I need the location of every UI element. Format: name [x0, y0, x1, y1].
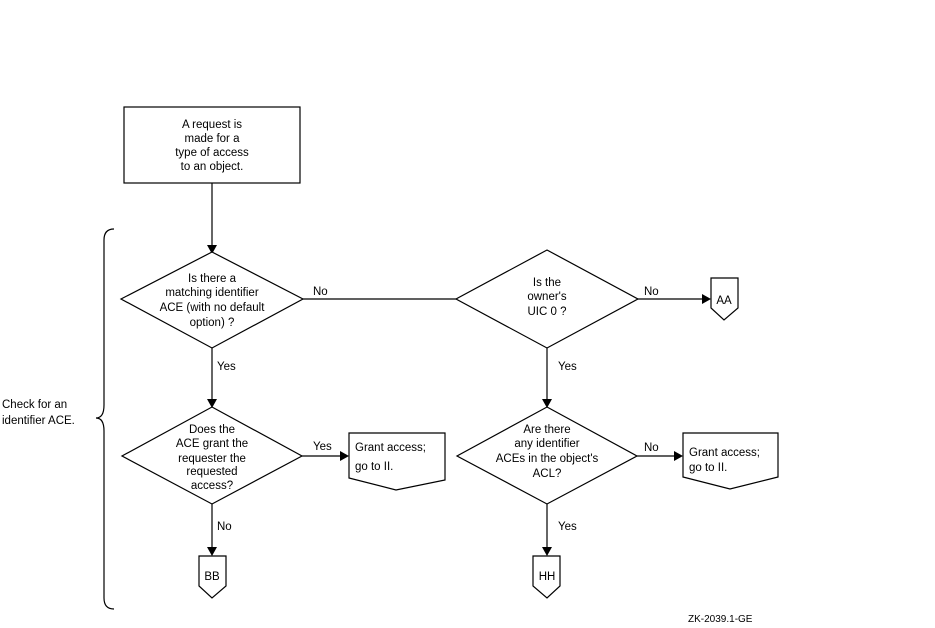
start-text-line-1: A request is: [182, 119, 242, 131]
figure-id: ZK-2039.1-GE: [688, 614, 753, 625]
result-right-line-1: Grant access;: [689, 447, 760, 459]
decision-grant-line-2: ACE grant the: [176, 438, 248, 450]
result-grant-access-left: [348, 432, 446, 491]
connector-aa-label: AA: [716, 295, 732, 307]
decision-grant-line-4: requested: [186, 466, 237, 478]
start-text-line-3: type of access: [175, 147, 249, 159]
decision-grant-line-1: Does the: [189, 424, 235, 436]
arrowhead-start-to-match: [207, 245, 217, 254]
decision-any-line-1: Are there: [523, 424, 570, 436]
bracket-label-line-1: Check for an: [2, 399, 67, 411]
decision-grant-line-5: access?: [191, 480, 233, 492]
start-text-line-4: to an object.: [181, 161, 244, 173]
connector-aa: [710, 277, 739, 321]
arrowhead-grant-no: [207, 547, 217, 556]
arrowhead-any-yes: [542, 547, 552, 556]
label-yes-owner: Yes: [558, 361, 577, 373]
arrowhead-grant-yes: [340, 451, 349, 461]
arrowhead-owner-yes: [542, 399, 552, 408]
decision-matching-ace: [119, 251, 305, 349]
label-no-owner: No: [644, 286, 659, 298]
arrowhead-any-no: [674, 451, 683, 461]
arrowhead-match-yes: [207, 399, 217, 408]
left-bracket: [95, 228, 115, 610]
result-grant-access-right: [682, 432, 779, 490]
label-no-grant: No: [217, 521, 232, 533]
connector-hh-label: HH: [539, 571, 556, 583]
connector-bb: [198, 555, 227, 599]
decision-match-line-3: ACE (with no default: [160, 302, 266, 314]
connector-hh: [532, 555, 561, 599]
label-no-match: No: [313, 286, 328, 298]
decision-match-line-4: option) ?: [190, 317, 235, 329]
decision-any-line-4: ACL?: [533, 468, 562, 480]
label-yes-grant: Yes: [313, 441, 332, 453]
label-yes-match: Yes: [217, 361, 236, 373]
result-left-line-2: go to II.: [355, 461, 393, 473]
decision-match-line-1: Is there a: [188, 273, 237, 285]
bracket-label-line-2: identifier ACE.: [2, 415, 75, 427]
decision-any-line-3: ACEs in the object's: [496, 453, 599, 465]
decision-grant-line-3: requester the: [178, 453, 246, 465]
decision-any-line-2: any identifier: [514, 438, 579, 450]
start-process-box: [123, 106, 301, 184]
decision-owner-line-2: owner's: [527, 291, 567, 303]
arrowhead-owner-no: [702, 294, 711, 304]
connector-bb-label: BB: [204, 571, 220, 583]
result-left-line-1: Grant access;: [355, 442, 426, 454]
label-no-any: No: [644, 442, 659, 454]
decision-owner-line-3: UIC 0 ?: [528, 306, 567, 318]
result-right-line-2: go to II.: [689, 462, 727, 474]
decision-match-line-2: matching identifier: [165, 287, 258, 299]
start-text-line-2: made for a: [185, 133, 241, 145]
decision-owner-line-1: Is the: [533, 277, 561, 289]
label-yes-any: Yes: [558, 521, 577, 533]
